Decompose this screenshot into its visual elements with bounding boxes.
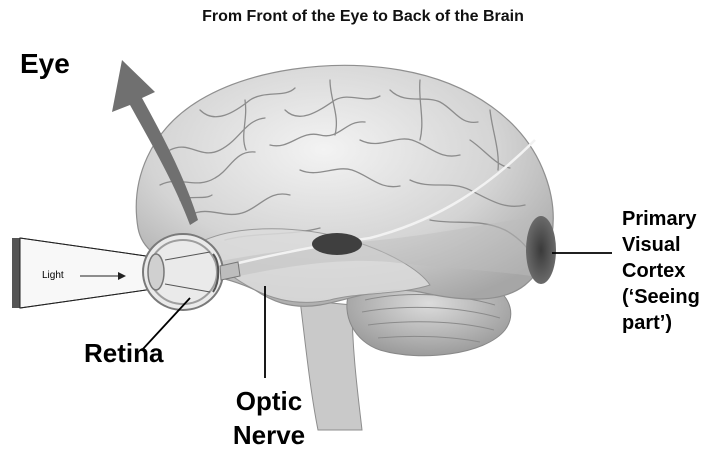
eye-label: Eye <box>20 48 70 80</box>
primary-visual-cortex-label: Primary Visual Cortex (‘Seeing part’) <box>622 206 700 336</box>
light-label: Light <box>42 270 64 281</box>
light-beam <box>12 238 160 308</box>
diagram-title: From Front of the Eye to Back of the Bra… <box>0 8 726 26</box>
thalamus-spot <box>312 233 362 255</box>
visual-cortex-spot <box>526 216 556 284</box>
retina-label: Retina <box>84 338 163 369</box>
optic-nerve-label: Optic Nerve <box>219 384 319 452</box>
